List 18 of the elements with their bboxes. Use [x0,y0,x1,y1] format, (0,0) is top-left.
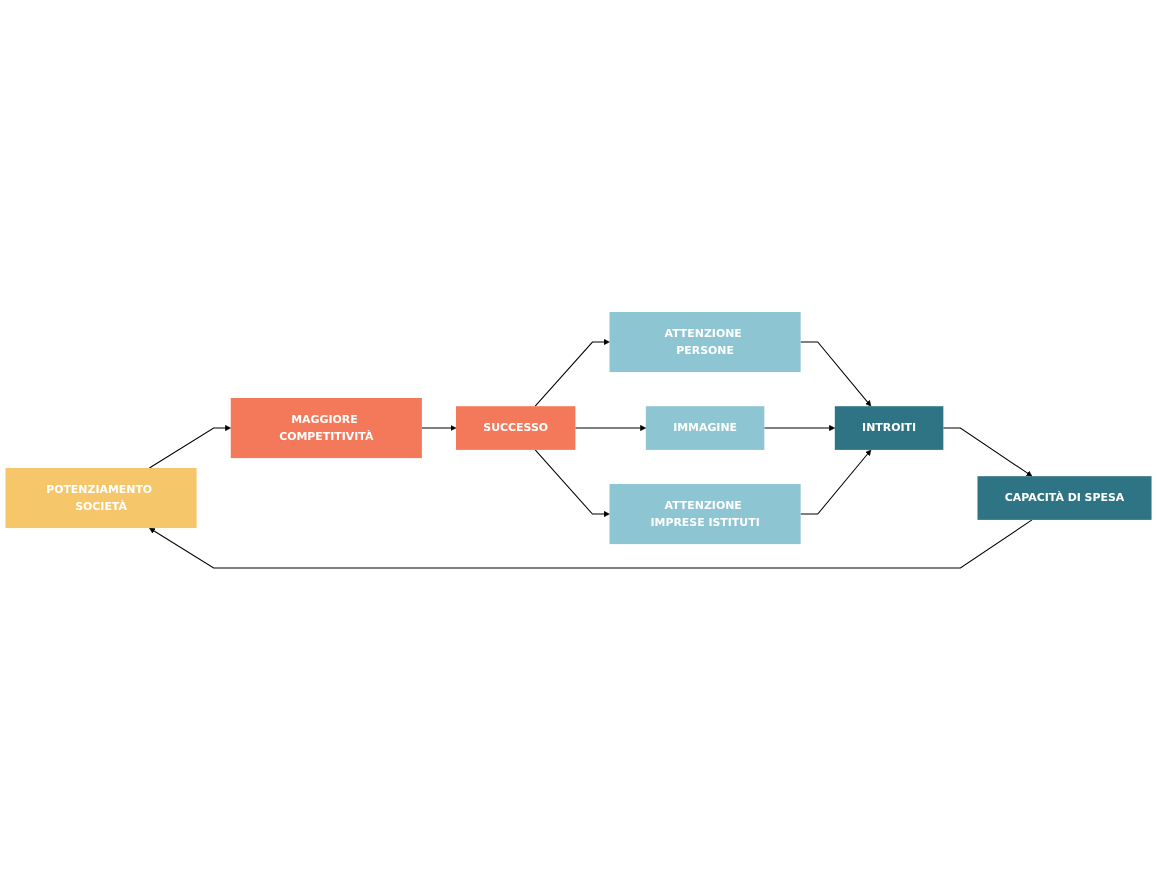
arrow [800,341,872,406]
node-box: IMMAGINE [645,405,765,450]
arrow [149,518,1033,568]
arrow [800,449,872,515]
arrow [534,338,610,407]
node-box: MAGGIORE COMPETITIVITÀ [230,397,422,458]
node-box: ATTENZIONE PERSONE [609,311,801,372]
node-box: SUCCESSO [456,405,576,450]
node-box: POTENZIAMENTO SOCIETÀ [5,467,197,528]
node-box: CAPACITÀ DI SPESA [977,475,1152,520]
node-box: INTROITI [834,405,944,450]
arrow [148,424,231,468]
arrow [421,424,457,431]
arrow [534,448,610,517]
node-box: ATTENZIONE IMPRESE ISTITUTI [609,483,801,544]
arrow [574,424,647,431]
arrow [942,427,1033,476]
arrow [763,424,836,431]
